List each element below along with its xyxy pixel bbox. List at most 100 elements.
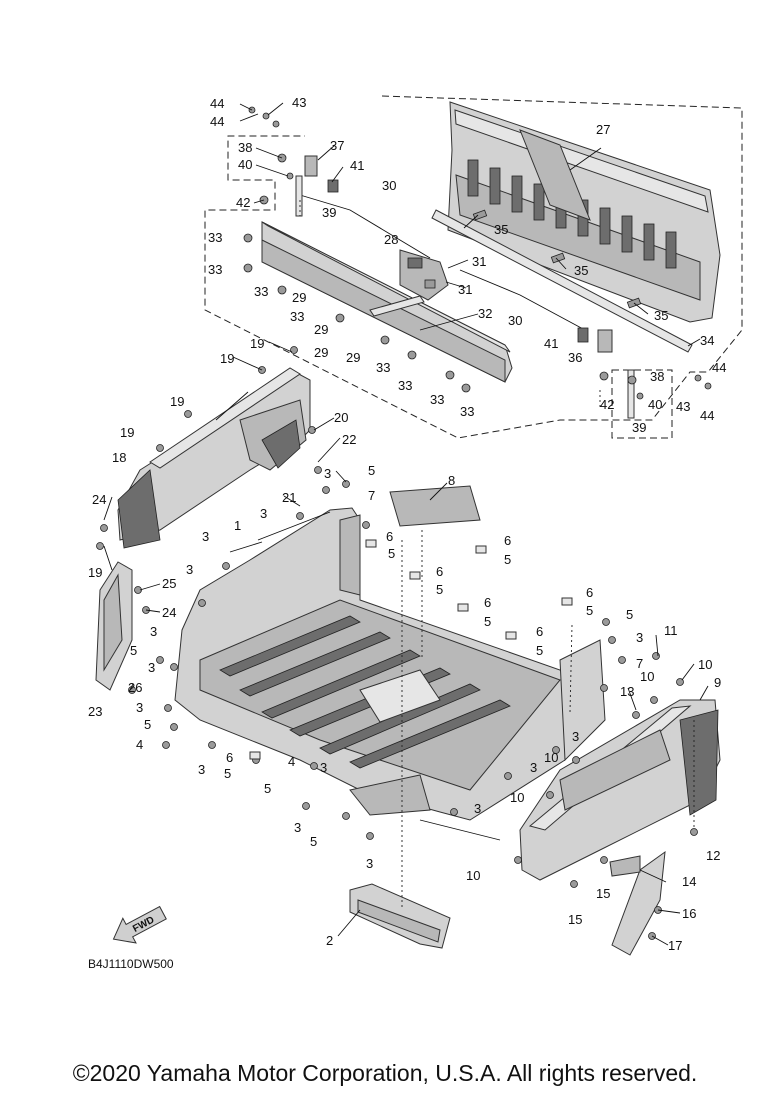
callout-29d: 29 [346, 350, 360, 365]
diagram-code: B4J1110DW500 [88, 957, 174, 971]
callout-5a: 5 [368, 463, 375, 478]
callout-6e: 6 [484, 595, 491, 610]
callout-43a: 43 [292, 95, 306, 110]
callout-38a: 38 [238, 140, 252, 155]
front-cover [389, 485, 481, 527]
callout-5l: 5 [264, 781, 271, 796]
callout-17: 17 [668, 938, 682, 953]
fwd-arrow-icon: FWD [112, 905, 167, 944]
callout-33f: 33 [398, 378, 412, 393]
callout-7a: 7 [368, 488, 375, 503]
callout-3c: 3 [202, 529, 209, 544]
callout-44d: 44 [700, 408, 714, 423]
callout-42b: 42 [600, 397, 614, 412]
callout-1: 1 [234, 518, 241, 533]
callout-7b: 7 [636, 656, 643, 671]
hinge-right-box [611, 369, 673, 439]
callout-35b: 35 [574, 263, 588, 278]
callout-5m: 5 [310, 834, 317, 849]
callout-2: 2 [326, 933, 333, 948]
callout-labels: 44 44 43 38 37 40 41 30 42 39 27 33 28 3… [88, 95, 726, 953]
callout-10c: 10 [544, 750, 558, 765]
callout-5g: 5 [484, 614, 491, 629]
callout-3i: 3 [572, 729, 579, 744]
callout-3n: 3 [294, 820, 301, 835]
tailgate-panel [447, 101, 721, 323]
tailgate-group-outline [204, 95, 743, 439]
callout-5h: 5 [130, 643, 137, 658]
callout-14: 14 [682, 874, 696, 889]
callout-24a: 24 [92, 492, 106, 507]
callout-19b: 19 [220, 351, 234, 366]
callout-44a: 44 [210, 96, 224, 111]
callout-33h: 33 [460, 404, 474, 419]
callout-43b: 43 [676, 399, 690, 414]
callout-10b: 10 [640, 669, 654, 684]
callout-33g: 33 [430, 392, 444, 407]
callout-25: 25 [162, 576, 176, 591]
callout-29a: 29 [292, 290, 306, 305]
callout-3a: 3 [324, 466, 331, 481]
seal-strip [431, 209, 693, 353]
callout-36: 36 [568, 350, 582, 365]
callout-12: 12 [706, 848, 720, 863]
callout-15b: 15 [568, 912, 582, 927]
callout-29b: 29 [314, 322, 328, 337]
callout-9: 9 [714, 675, 721, 690]
callout-24b: 24 [162, 605, 176, 620]
callout-5f: 5 [626, 607, 633, 622]
callout-6a: 6 [386, 529, 393, 544]
callout-39b: 39 [632, 420, 646, 435]
callout-3e: 3 [150, 624, 157, 639]
callout-3j: 3 [198, 762, 205, 777]
callout-34: 34 [700, 333, 714, 348]
callout-5k: 5 [224, 766, 231, 781]
callout-3m: 3 [474, 801, 481, 816]
callout-13: 13 [620, 684, 634, 699]
callout-29c: 29 [314, 345, 328, 360]
callout-5e: 5 [586, 603, 593, 618]
callout-19a: 19 [250, 336, 264, 351]
callout-6g: 6 [226, 750, 233, 765]
callout-23: 23 [88, 704, 102, 719]
callout-39a: 39 [322, 205, 336, 220]
callout-3o: 3 [366, 856, 373, 871]
callout-3h: 3 [136, 700, 143, 715]
callout-3d: 3 [186, 562, 193, 577]
storage-tray [349, 883, 451, 949]
callout-32: 32 [478, 306, 492, 321]
callout-38b: 38 [650, 369, 664, 384]
callout-33b: 33 [208, 262, 222, 277]
callout-5i: 5 [536, 643, 543, 658]
callout-6c: 6 [436, 564, 443, 579]
callout-19e: 19 [88, 565, 102, 580]
callout-6b: 6 [504, 533, 511, 548]
callout-33a: 33 [208, 230, 222, 245]
hinge-brackets [248, 106, 712, 419]
callout-33c: 33 [254, 284, 268, 299]
callout-21: 21 [282, 490, 296, 505]
callout-41b: 41 [544, 336, 558, 351]
fwd-label: FWD [131, 915, 156, 935]
clips [249, 539, 573, 760]
callout-6f: 6 [536, 624, 543, 639]
callout-35a: 35 [494, 222, 508, 237]
callout-40b: 40 [648, 397, 662, 412]
mud-flap [611, 850, 666, 956]
bolts-33 [243, 233, 471, 393]
callout-10d: 10 [510, 790, 524, 805]
callout-8: 8 [448, 473, 455, 488]
callout-42a: 42 [236, 195, 250, 210]
callout-31b: 31 [458, 282, 472, 297]
callout-5c: 5 [504, 552, 511, 567]
callout-19c: 19 [170, 394, 184, 409]
callout-3f: 3 [636, 630, 643, 645]
callout-5d: 5 [436, 582, 443, 597]
callout-19d: 19 [120, 425, 134, 440]
right-fender [519, 699, 721, 881]
callout-4b: 4 [288, 754, 295, 769]
cargo-bed [174, 507, 606, 821]
callout-33d: 33 [290, 309, 304, 324]
callout-40a: 40 [238, 157, 252, 172]
callout-44c: 44 [712, 360, 726, 375]
